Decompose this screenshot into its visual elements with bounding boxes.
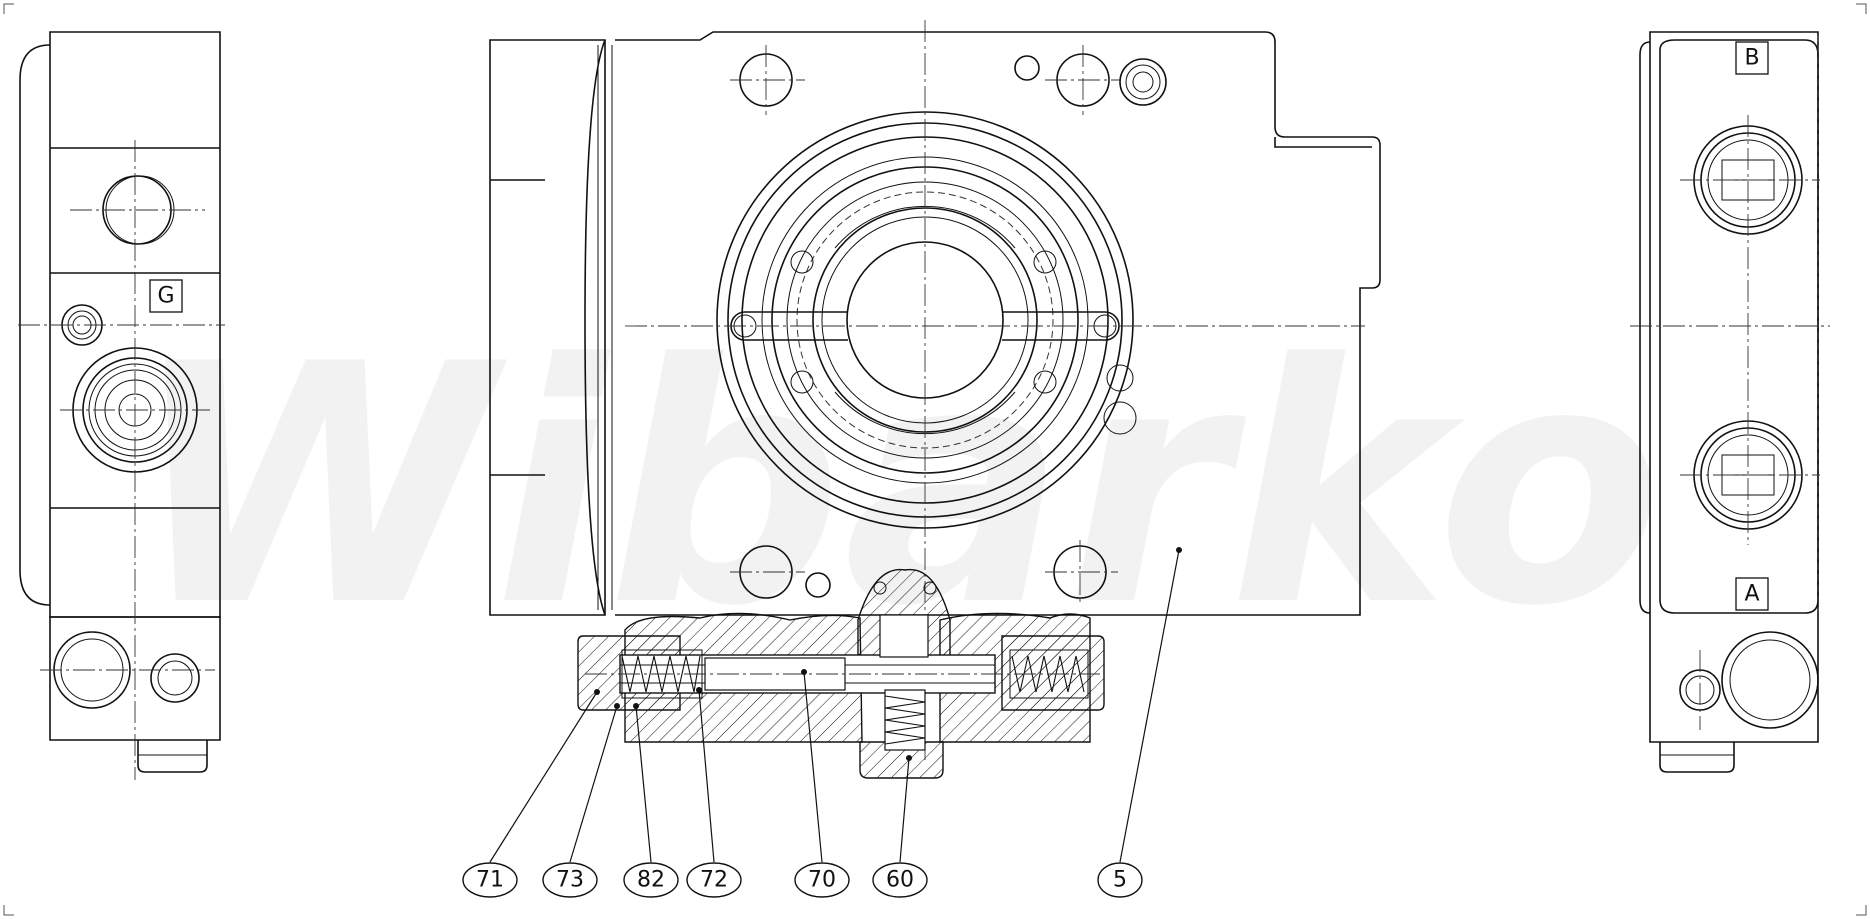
port-label-b: B — [1735, 41, 1769, 75]
valve-section — [577, 568, 1105, 779]
callout-leaders — [489, 547, 1182, 863]
port-label-a: A — [1735, 577, 1769, 611]
callout-60: 60 — [872, 862, 928, 898]
port-label-g: G — [149, 279, 183, 313]
callout-82: 82 — [623, 862, 679, 898]
svg-text:B: B — [1744, 46, 1759, 71]
right-side-view — [1630, 31, 1830, 773]
svg-text:73: 73 — [556, 868, 584, 893]
callout-5: 5 — [1097, 862, 1143, 898]
frame-corners — [3, 3, 1867, 916]
svg-text:82: 82 — [637, 868, 665, 893]
callout-73: 73 — [542, 862, 598, 898]
svg-text:71: 71 — [476, 868, 504, 893]
svg-text:G: G — [157, 284, 174, 309]
svg-text:72: 72 — [700, 868, 728, 893]
main-body-view — [489, 20, 1381, 760]
callout-72: 72 — [686, 862, 742, 898]
svg-text:60: 60 — [886, 868, 914, 893]
svg-text:5: 5 — [1113, 868, 1127, 893]
left-side-view — [18, 31, 225, 780]
callout-71: 71 — [462, 862, 518, 898]
svg-text:70: 70 — [808, 868, 836, 893]
callout-70: 70 — [794, 862, 850, 898]
svg-text:A: A — [1744, 582, 1759, 607]
